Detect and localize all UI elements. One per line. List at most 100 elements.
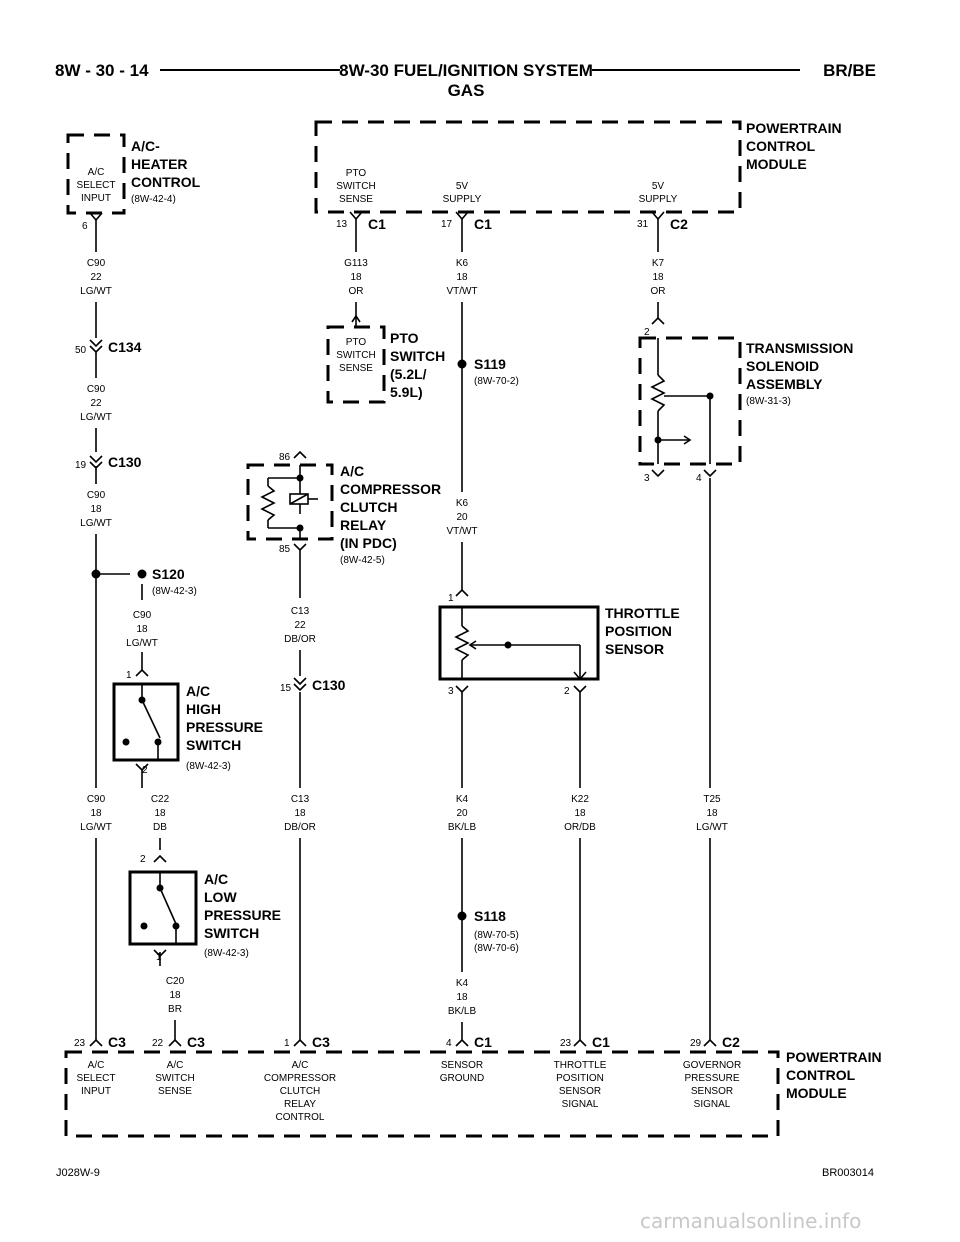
wire-label: 18	[154, 808, 166, 819]
pto-switch-title: 5.9L)	[390, 384, 423, 400]
s119-splice-dot	[457, 359, 467, 369]
trans-solenoid-title: ASSEMBLY	[746, 376, 823, 392]
tps-box	[438, 605, 600, 681]
wire-label: C13	[291, 794, 310, 805]
wire-label: OR/DB	[564, 822, 596, 833]
pcm-pin-label: A/C	[88, 1060, 105, 1071]
tps-title: POSITION	[605, 623, 672, 639]
wire-label: 18	[350, 272, 362, 283]
pto-switch-title: (5.2L/	[390, 366, 427, 382]
pin-label: 2	[644, 327, 650, 338]
wire-label: DB	[153, 822, 167, 833]
wire-label: 20	[456, 808, 468, 819]
model-code: BR/BE	[823, 61, 876, 80]
ac-low-title: A/C	[204, 871, 228, 887]
pin-label: 6	[82, 221, 88, 232]
pcm-pin-label: A/C	[292, 1060, 309, 1071]
splice-label: S119	[474, 356, 506, 372]
relay-title: A/C	[340, 463, 364, 479]
wire-label: C13	[291, 606, 310, 617]
pin-label: 3	[448, 686, 454, 697]
c130-connector-icon	[89, 455, 103, 470]
ac-high-title: HIGH	[186, 701, 221, 717]
pin-label: 23	[74, 1038, 86, 1049]
pcm-pin-label: CLUTCH	[280, 1086, 321, 1097]
wire-label: BK/LB	[448, 1006, 477, 1017]
relay-title: COMPRESSOR	[340, 481, 441, 497]
trans-solenoid-title: TRANSMISSION	[746, 340, 853, 356]
pto-pin-label: SWITCH	[336, 350, 375, 361]
wire-label: VT/WT	[446, 526, 477, 537]
footer-left-code: J028W-9	[56, 1167, 100, 1179]
wire-label: 18	[456, 272, 468, 283]
wire-label: 18	[574, 808, 586, 819]
wire-label: OR	[349, 286, 364, 297]
pin-label: 2	[142, 765, 148, 776]
ac-low-title: PRESSURE	[204, 907, 281, 923]
pin-label: 85	[279, 544, 291, 555]
pcm-pin-label: POSITION	[556, 1073, 604, 1084]
pin-label: 3	[644, 473, 650, 484]
wire-label: 18	[136, 624, 148, 635]
pin-label: 17	[441, 219, 453, 230]
wire-label: C20	[166, 976, 185, 987]
connector-label: C130	[108, 454, 142, 470]
wire-label: 18	[169, 990, 181, 1001]
splice-label: S120	[152, 566, 185, 582]
relay-title: (IN PDC)	[340, 535, 397, 551]
ac-heater-ref: (8W-42-4)	[131, 194, 176, 205]
pin-label: 1	[156, 952, 162, 963]
connector-label: C3	[187, 1034, 205, 1050]
connector-label: C1	[474, 216, 492, 232]
wire-label: K4	[456, 794, 469, 805]
pin-label: 29	[690, 1038, 702, 1049]
pin-label: 1	[448, 593, 454, 604]
pcm-pin-label: SENSOR	[691, 1086, 733, 1097]
page-title: 8W-30 FUEL/IGNITION SYSTEM	[339, 61, 593, 80]
wire-label: DB/OR	[284, 822, 316, 833]
wire-label: LG/WT	[80, 822, 112, 833]
pcm-top-title: CONTROL	[746, 138, 816, 154]
pcm-bottom-title: POWERTRAIN	[786, 1049, 882, 1065]
ac-high-ref: (8W-42-3)	[186, 761, 231, 772]
pin-label: 15	[280, 683, 292, 694]
trans-solenoid-ref: (8W-31-3)	[746, 396, 791, 407]
pin-label: 2	[140, 854, 146, 865]
pto-switch-title: PTO	[390, 330, 419, 346]
pin-label: 4	[446, 1038, 452, 1049]
wire-label: C90	[87, 258, 106, 269]
pcm-pin-label: PRESSURE	[684, 1073, 739, 1084]
wire-label: LG/WT	[80, 412, 112, 423]
ac-select-label: SELECT	[77, 180, 116, 191]
splice-ref: (8W-42-3)	[152, 586, 197, 597]
pin-label: 22	[152, 1038, 164, 1049]
wire-label: K4	[456, 978, 469, 989]
pcm-pin-label: SENSOR	[441, 1060, 483, 1071]
pcm-pin-label: COMPRESSOR	[264, 1073, 336, 1084]
pto-pin-label: SENSE	[339, 363, 373, 374]
ac-low-title: SWITCH	[204, 925, 259, 941]
footer-right-code: BR003014	[822, 1167, 874, 1179]
wire-label: 22	[294, 620, 306, 631]
pto-pin-label: PTO	[346, 337, 367, 348]
wire-label: G113	[344, 258, 368, 269]
pcm-bottom-box	[64, 1050, 780, 1138]
relay-title: RELAY	[340, 517, 387, 533]
pcm-bottom-title: MODULE	[786, 1085, 847, 1101]
ac-low-ref: (8W-42-3)	[204, 948, 249, 959]
connector-label: C3	[312, 1034, 330, 1050]
connector-label: C2	[722, 1034, 740, 1050]
pto-switch-title: SWITCH	[390, 348, 445, 364]
wire-label: 22	[90, 272, 102, 283]
c130b-connector-icon	[293, 677, 307, 692]
wire-label: C90	[87, 490, 106, 501]
trans-solenoid-box	[638, 336, 742, 466]
pcm-pin-label: SIGNAL	[562, 1099, 599, 1110]
pin-label: 13	[336, 219, 348, 230]
wire-label: LG/WT	[126, 638, 158, 649]
relay-title: CLUTCH	[340, 499, 398, 515]
ac-select-label: INPUT	[81, 193, 111, 204]
wire-label: LG/WT	[696, 822, 728, 833]
connector-label: C1	[368, 216, 386, 232]
